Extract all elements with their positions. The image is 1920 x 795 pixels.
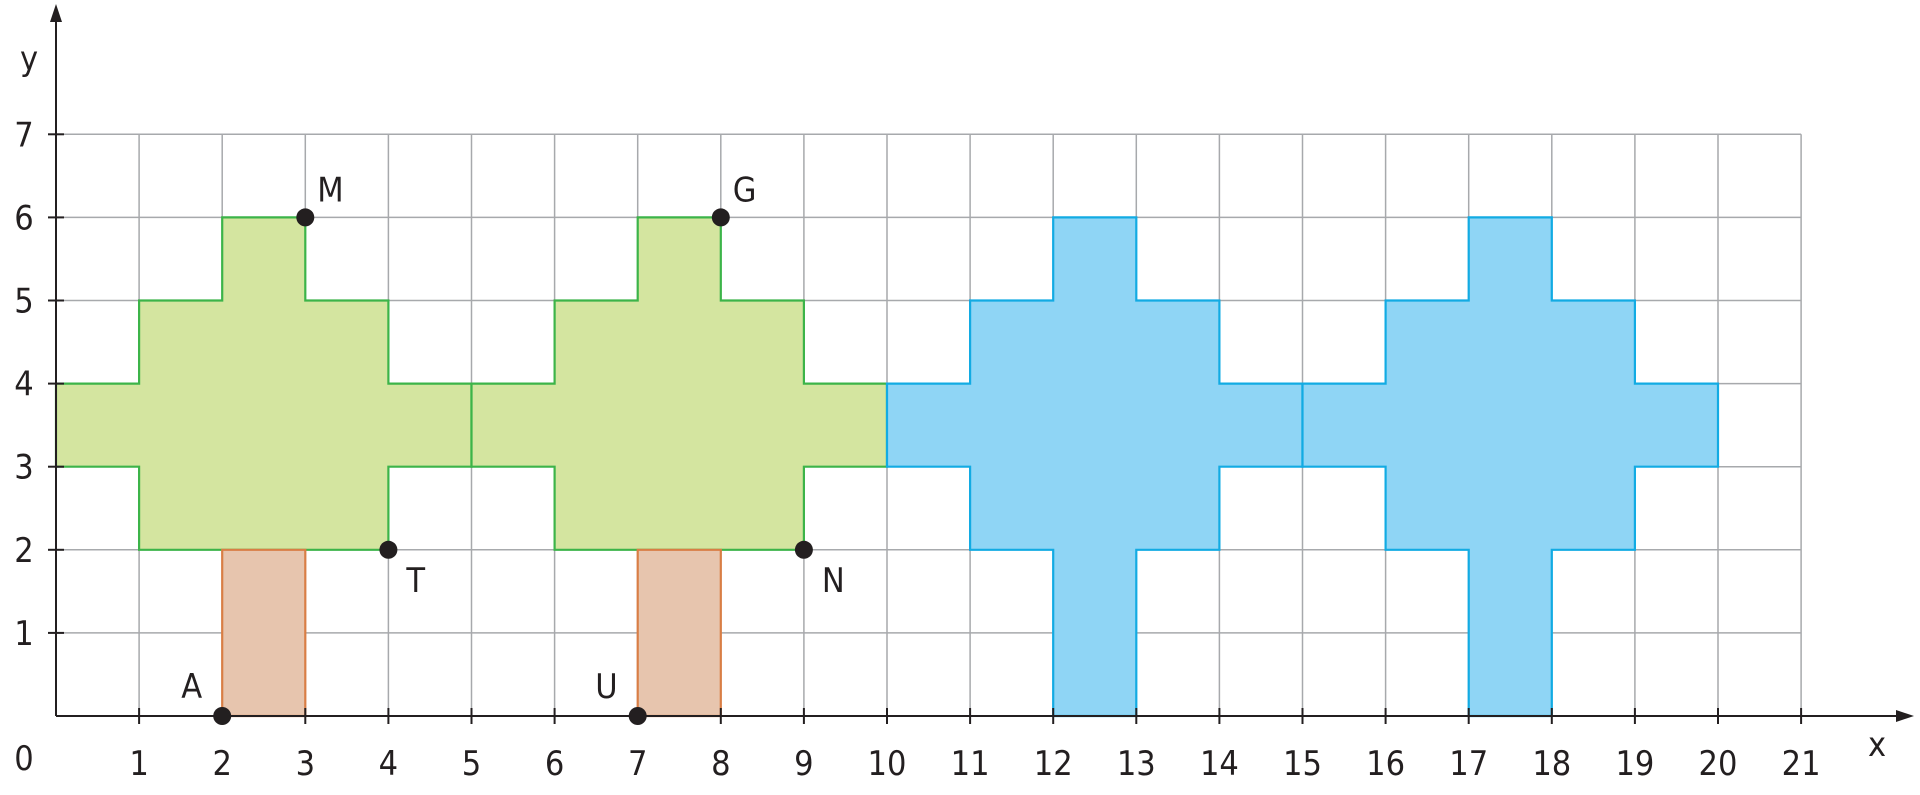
- tree-1-trunk: [221, 548, 307, 718]
- y-tick-label: 2: [14, 531, 33, 571]
- point-n-marker: [794, 540, 813, 559]
- y-axis-label: y: [20, 39, 38, 79]
- green-tree-2-crown: [470, 216, 889, 551]
- x-axis-arrow-icon: [1896, 710, 1914, 722]
- x-tick-label: 3: [296, 744, 315, 784]
- x-tick-label: 7: [628, 744, 647, 784]
- x-tick-label: 11: [951, 744, 990, 784]
- point-g-marker: [711, 208, 730, 227]
- y-tick-label: 3: [14, 448, 33, 488]
- x-axis-label: x: [1868, 725, 1886, 765]
- x-tick-label: 16: [1366, 744, 1405, 784]
- x-tick-label: 10: [868, 744, 907, 784]
- blue-tree-1: [885, 216, 1304, 718]
- x-tick-label: 1: [129, 744, 148, 784]
- x-tick-label: 4: [379, 744, 398, 784]
- y-tick-label: 6: [14, 198, 33, 238]
- x-tick-label: 15: [1283, 744, 1322, 784]
- x-tick-label: 12: [1034, 744, 1073, 784]
- tree-2-trunk: [636, 548, 722, 718]
- blue-tree-2: [1301, 216, 1720, 718]
- point-a-label: A: [181, 667, 202, 707]
- labeled-points: M T A G N U: [181, 170, 845, 725]
- x-tick-label: 5: [462, 744, 481, 784]
- x-tick-label: 8: [711, 744, 730, 784]
- x-tick-label: 6: [545, 744, 564, 784]
- point-n-label: N: [822, 561, 845, 601]
- point-m-label: M: [317, 170, 343, 210]
- y-tick-label: 4: [14, 365, 33, 405]
- point-a-marker: [213, 707, 232, 725]
- point-m-marker: [296, 208, 315, 227]
- y-tick-label: 5: [14, 282, 33, 322]
- green-tree-1-crown: [54, 216, 473, 551]
- x-tick-label: 20: [1699, 744, 1738, 784]
- x-tick-label: 21: [1782, 744, 1821, 784]
- y-tick-label: 1: [14, 614, 33, 654]
- y-axis-arrow-icon: [50, 4, 62, 22]
- point-u-marker: [628, 707, 647, 725]
- origin-label: 0: [14, 739, 33, 779]
- point-u-label: U: [595, 667, 617, 707]
- x-tick-label: 19: [1615, 744, 1654, 784]
- shapes: [54, 216, 1720, 718]
- x-tick-label: 18: [1532, 744, 1571, 784]
- y-tick-label: 7: [14, 115, 33, 155]
- x-tick-label: 14: [1200, 744, 1239, 784]
- point-g-label: G: [733, 170, 757, 210]
- x-tick-label: 2: [212, 744, 231, 784]
- x-tick-label: 9: [794, 744, 813, 784]
- axes: x y 0: [14, 4, 1914, 779]
- x-tick-label: 17: [1449, 744, 1488, 784]
- point-t-label: T: [405, 561, 425, 601]
- x-tick-label: 13: [1117, 744, 1156, 784]
- point-t-marker: [379, 540, 398, 559]
